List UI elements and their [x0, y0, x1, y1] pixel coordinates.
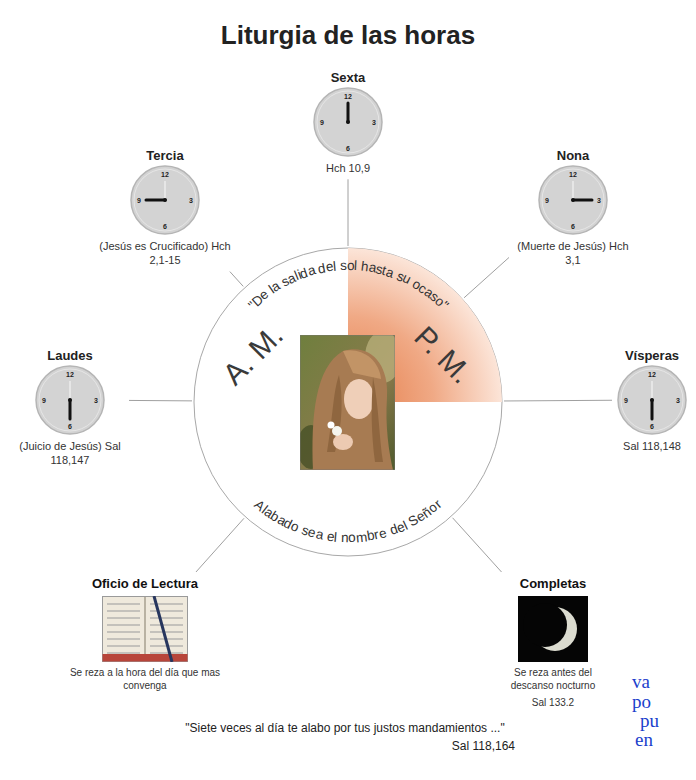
- arc-motto: "De la salida del sol hasta su ocaso": [193, 247, 503, 557]
- page-title: Liturgia de las horas: [0, 20, 696, 51]
- clock-number: 12: [344, 93, 352, 100]
- hour-clock: Laudes (Juicio de Jesús) Sal 118,147: [11, 344, 129, 472]
- clock-number: 6: [68, 423, 72, 430]
- clock-number: 12: [648, 371, 656, 378]
- connector-line: [196, 518, 244, 572]
- hour-clock: VísperasSal 118,148: [612, 344, 692, 457]
- clock-number: 12: [161, 171, 169, 178]
- connector-line: [504, 400, 612, 402]
- clock-number: 12: [569, 171, 577, 178]
- hour-clock: Tercia (Jesús es Crucificado) Hch 2,1-15: [91, 144, 239, 272]
- arc-motto: Alabado sea el nombre del Señor: [193, 247, 503, 557]
- psalm-quote: "Siete veces al día te alabo por tus jus…: [185, 722, 504, 734]
- hour-name: Laudes: [47, 348, 93, 363]
- clock-number: 9: [545, 197, 549, 204]
- office-name: Completas: [520, 576, 586, 591]
- clock-number: 6: [571, 223, 575, 230]
- hour-name: Sexta: [331, 70, 366, 85]
- hour-name: Nona: [557, 148, 590, 163]
- clock-number: 9: [624, 397, 628, 404]
- hour-clock: SextaHch 10,9: [308, 66, 388, 179]
- office-note: Se reza antes del descanso nocturno: [497, 666, 609, 692]
- hour-reference: Hch 10,9: [326, 161, 370, 175]
- cut-off-text: pu: [640, 711, 659, 730]
- cut-off-text: po: [632, 692, 651, 711]
- connector-line: [348, 179, 349, 246]
- clock-number: 9: [42, 397, 46, 404]
- clock-number: 3: [94, 397, 98, 404]
- office-note: Sal 133.2: [532, 696, 574, 709]
- clock-number: 6: [346, 145, 350, 152]
- hour-reference: (Jesús es Crucificado) Hch 2,1-15: [95, 239, 235, 268]
- clock-number: 9: [320, 119, 324, 126]
- hour-name: Vísperas: [625, 348, 679, 363]
- connector-line: [464, 257, 509, 297]
- photo: [300, 335, 395, 470]
- connector-line: [453, 518, 502, 572]
- clock-number: 3: [676, 397, 680, 404]
- connector-line: [129, 400, 192, 401]
- hour-name: Tercia: [146, 148, 183, 163]
- office-panel: Completas Se reza antes del descanso noct…: [493, 572, 613, 713]
- quote-reference: Sal 118,164: [452, 740, 515, 752]
- clock-number: 3: [597, 197, 601, 204]
- connector-line: [230, 272, 243, 287]
- hour-reference: Sal 118,148: [623, 439, 681, 453]
- office-name: Oficio de Lectura: [92, 576, 198, 591]
- cut-off-text: en: [635, 730, 653, 749]
- book-picture: [102, 596, 188, 662]
- hour-reference: (Muerte de Jesús) Hch 3,1: [513, 239, 633, 268]
- clock-number: 6: [163, 223, 167, 230]
- clock-number: 3: [189, 197, 193, 204]
- hour-reference: (Juicio de Jesús) Sal 118,147: [15, 439, 125, 468]
- hour-clock: Nona (Muerte de Jesús) Hch 3,1: [509, 144, 637, 272]
- office-panel: Oficio de Lectura Se reza a la hora del d…: [54, 572, 237, 696]
- cut-off-text: va: [632, 672, 650, 691]
- office-note: Se reza a la hora del día que mas conven…: [58, 666, 233, 692]
- day-circle-drawing: [193, 247, 503, 557]
- clock-number: 9: [137, 197, 141, 204]
- clock-number: 12: [66, 371, 74, 378]
- day-circle: "De la salida del sol hasta su ocaso"A. …: [193, 247, 503, 557]
- clock-number: 6: [650, 423, 654, 430]
- clock-number: 3: [372, 119, 376, 126]
- moon-picture: [518, 596, 588, 662]
